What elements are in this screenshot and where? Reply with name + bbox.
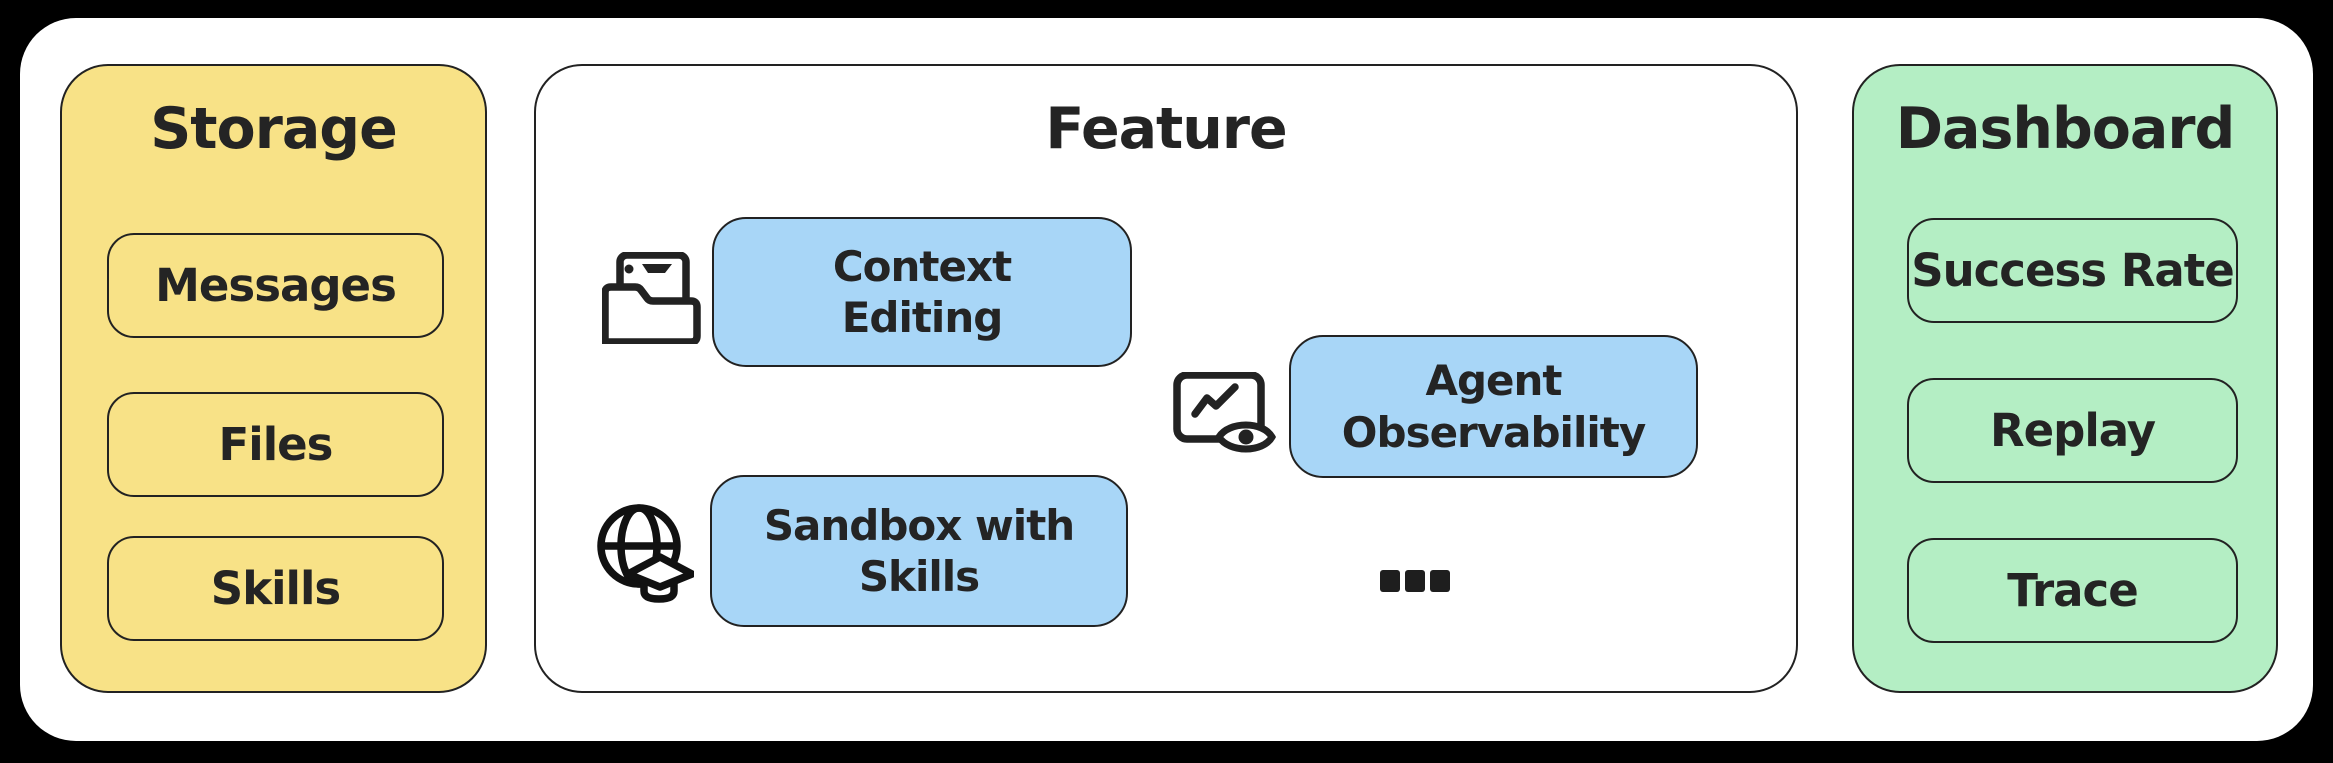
dashboard-item-trace: Trace bbox=[1907, 538, 2238, 643]
ellipsis-icon bbox=[1380, 570, 1450, 592]
sandbox-skills-line2: Skills bbox=[858, 552, 980, 601]
diagram-canvas: Storage Messages Files Skills Feature Co… bbox=[20, 18, 2313, 741]
sandbox-skills-line1: Sandbox with bbox=[763, 500, 1075, 550]
dashboard-title: Dashboard bbox=[1895, 96, 2236, 162]
storage-item-skills: Skills bbox=[107, 536, 444, 641]
storage-item-files: Files bbox=[107, 392, 444, 497]
folder-window-icon bbox=[602, 252, 702, 344]
storage-panel: Storage Messages Files Skills bbox=[60, 64, 487, 693]
replay-label: Replay bbox=[1989, 404, 2156, 457]
feature-chip-sandbox-with-skills: Sandbox with Skills bbox=[710, 475, 1128, 627]
feature-chip-agent-observability: Agent Observability bbox=[1289, 335, 1698, 478]
dashboard-panel: Dashboard Success Rate Replay Trace bbox=[1852, 64, 2278, 693]
globe-graduation-icon bbox=[594, 500, 694, 604]
storage-title: Storage bbox=[150, 96, 398, 162]
dashboard-item-replay: Replay bbox=[1907, 378, 2238, 483]
success-rate-label: Success Rate bbox=[1911, 244, 2235, 297]
trace-label: Trace bbox=[2007, 564, 2139, 617]
storage-item-files-label: Files bbox=[218, 418, 334, 471]
chart-eye-icon bbox=[1172, 372, 1276, 454]
storage-item-messages: Messages bbox=[107, 233, 444, 338]
feature-chip-context-editing: Context Editing bbox=[712, 217, 1132, 367]
context-editing-line1: Context bbox=[832, 241, 1012, 291]
feature-title: Feature bbox=[1045, 96, 1287, 162]
storage-item-skills-label: Skills bbox=[210, 562, 341, 615]
agent-observability-line1: Agent bbox=[1425, 356, 1562, 406]
dashboard-item-success-rate: Success Rate bbox=[1907, 218, 2238, 323]
agent-observability-line2: Observability bbox=[1341, 407, 1646, 457]
feature-panel: Feature Context Editing Agent Observa bbox=[534, 64, 1798, 693]
context-editing-line2: Editing bbox=[841, 293, 1004, 342]
storage-item-messages-label: Messages bbox=[155, 259, 397, 312]
